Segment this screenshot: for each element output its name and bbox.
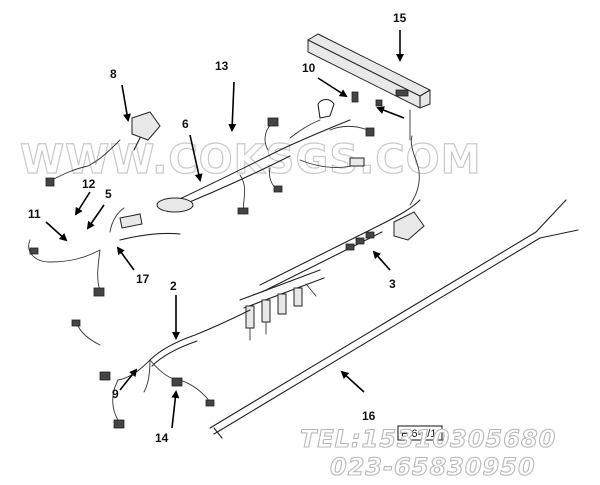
- part-13-upper-harness: [156, 98, 375, 215]
- callout-6: 6: [182, 117, 189, 131]
- part-3-harness: [259, 135, 425, 293]
- callout-16: 16: [362, 409, 376, 423]
- injector-connectors: [239, 269, 325, 341]
- callout-13: 13: [215, 59, 229, 73]
- reference-box-label: Fr6-3/1: [401, 428, 436, 440]
- callout-12: 12: [82, 177, 96, 191]
- callout-9: 9: [112, 387, 119, 401]
- callout-3: 3: [389, 277, 396, 291]
- part-15-bracket: [307, 33, 431, 141]
- callout-14: 14: [155, 431, 169, 445]
- watermark-phones: TEL:15310305680 023-65830950: [299, 424, 556, 481]
- part-2-main-harness: [28, 207, 251, 429]
- callout-5: 5: [105, 187, 112, 201]
- watermark-phone-text: TEL:15310305680: [300, 425, 556, 453]
- reference-box: Fr6-3/1: [397, 425, 443, 441]
- part-10-bolts: [351, 91, 383, 107]
- callout-2: 2: [170, 279, 177, 293]
- part-8-sensor: [45, 111, 161, 187]
- callout-11: 11: [28, 207, 41, 221]
- leader-arrows: [45, 30, 405, 429]
- callout-labels: 8 13 6 10 15 12 5 11 17 2 3 9 14 16: [28, 11, 407, 445]
- callout-15: 15: [393, 11, 407, 25]
- callout-8: 8: [110, 67, 117, 81]
- watermark-phone2-text: 023-65830950: [330, 453, 536, 481]
- callout-10: 10: [302, 61, 316, 75]
- watermark-site-text: WWW.COKSGS.COM: [20, 137, 481, 183]
- watermark: WWW.COKSGS.COM: [19, 136, 481, 183]
- part-16-tube: [209, 199, 579, 439]
- callout-17: 17: [136, 272, 150, 286]
